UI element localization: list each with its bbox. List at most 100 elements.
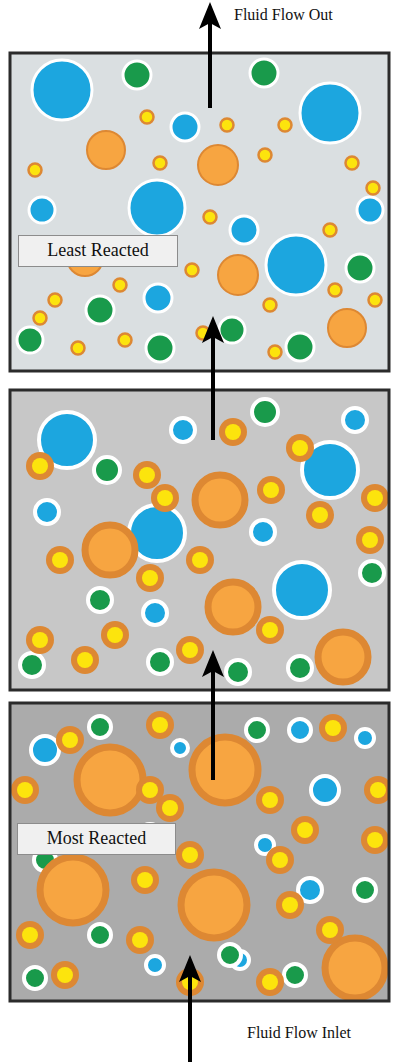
blue-grain [143,601,167,625]
label-box: Most Reacted [17,823,176,855]
rimmed-particle [291,816,319,844]
rimmed-particle [256,968,284,996]
yellow-grain [119,334,132,347]
rimmed-particle [51,961,79,989]
yellow-grain [49,294,62,307]
rimmed-particle [176,636,204,664]
green-grain [246,719,268,741]
green-grain [219,317,245,343]
rimmed-particle [133,461,161,489]
yellow-grain [367,182,380,195]
stage-border [10,703,389,1001]
rimmed-particle [266,846,294,874]
green-grain [288,656,312,680]
flow-arrows [179,2,224,1062]
rimmed-particle [306,501,334,529]
region-label: Most Reacted [47,828,146,850]
green-grain [219,944,241,966]
yellow-grain [29,164,42,177]
rimmed-particle [257,476,285,504]
blue-grain [289,719,311,741]
blue-grain [300,83,360,143]
rimmed-particle [319,714,347,742]
yellow-grain [264,299,277,312]
flow-label: Fluid Flow Out [234,5,333,24]
rimmed-particle [186,546,214,574]
rimmed-grain [77,747,143,813]
green-grain [94,457,120,483]
blue-grain [171,418,195,442]
green-grain [250,59,278,87]
blue-grain [171,113,199,141]
rimmed-particle [286,434,314,462]
rimmed-particle [26,452,54,480]
blue-grain [172,740,188,756]
rimmed-particle [46,546,74,574]
green-grain [24,967,46,989]
green-grain [89,716,111,738]
stage-ground [10,53,389,371]
green-grain [286,333,314,361]
yellow-grain [186,264,199,277]
yellow-grain [346,157,359,170]
rimmed-particle [56,726,84,754]
rimmed-particle [146,711,174,739]
rimmed-particle [356,526,384,554]
rimmed-grain [40,857,106,923]
rimmed-particle [126,926,154,954]
rimmed-grain [208,582,258,632]
rimmed-grain [85,525,135,575]
rimmed-particle [71,646,99,674]
rimmed-grain [181,872,247,938]
orange-grain [87,131,125,169]
blue-grain [35,500,59,524]
rimmed-particle [364,776,389,804]
green-grain [360,561,384,585]
green-grain [148,650,172,674]
orange-grain [328,309,366,347]
rimmed-particle [219,418,247,446]
yellow-grain [329,284,342,297]
rimmed-particle [16,921,44,949]
orange-grain [218,255,258,295]
flow-arrow [202,316,224,440]
yellow-grain [259,149,272,162]
blue-grain [31,736,59,764]
rimmed-grain [195,475,245,525]
yellow-grain [114,279,127,292]
flow-arrow [199,2,221,108]
stage-border [10,390,389,690]
green-grain [20,653,44,677]
rimmed-particle [11,776,39,804]
green-grain [146,334,174,362]
blue-grain [29,197,55,223]
yellow-grain [324,224,337,237]
green-grain [252,399,278,425]
rimmed-particle [136,564,164,592]
yellow-grain [204,211,217,224]
rimmed-particle [256,786,284,814]
reactor-stage [10,390,389,690]
blue-grain [274,562,330,618]
blue-grain [230,216,258,244]
stage-border [10,53,389,371]
blue-grain [343,408,367,432]
blue-grain [251,520,275,544]
green-grain [354,879,376,901]
rimmed-particle [316,916,344,944]
stage-ground [10,703,389,1001]
rimmed-grain [325,938,385,998]
blue-grain [129,180,185,236]
reactor-stage [10,53,389,371]
blue-grain [32,60,92,120]
rimmed-particle [26,626,54,654]
orange-grain [198,145,238,185]
rimmed-particle [101,621,129,649]
rimmed-particle [131,866,159,894]
green-grain [17,327,43,353]
green-grain [88,588,112,612]
blue-grain [144,284,172,312]
green-grain [346,254,374,282]
green-grain [123,61,151,89]
